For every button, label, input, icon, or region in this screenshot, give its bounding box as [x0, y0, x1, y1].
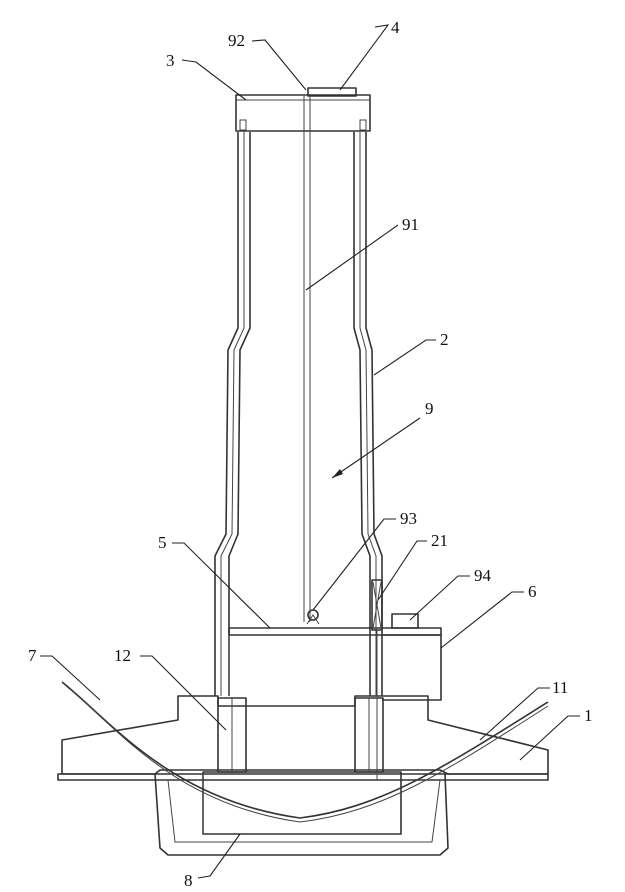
label-94: 94 — [474, 566, 492, 585]
membrane — [62, 682, 548, 822]
sump-box — [203, 772, 401, 834]
label-6: 6 — [528, 582, 537, 601]
label-1: 1 — [584, 706, 593, 725]
column-body — [215, 132, 382, 696]
hinge — [307, 610, 319, 624]
label-92: 92 — [228, 31, 245, 50]
label-93: 93 — [400, 509, 417, 528]
label-8: 8 — [184, 871, 193, 890]
plate — [229, 628, 441, 635]
label-11: 11 — [552, 678, 568, 697]
label-21: 21 — [431, 531, 448, 550]
arrow-9 — [332, 418, 420, 478]
base-cone — [62, 696, 548, 774]
top-cap — [236, 95, 370, 131]
lower-pipe — [218, 698, 383, 772]
label-2: 2 — [440, 330, 449, 349]
label-4: 4 — [391, 18, 400, 37]
label-3: 3 — [166, 51, 175, 70]
label-12: 12 — [114, 646, 131, 665]
pole — [304, 96, 310, 622]
label-5: 5 — [158, 533, 167, 552]
label-91: 91 — [402, 215, 419, 234]
base-slab — [58, 770, 548, 855]
label-9: 9 — [425, 399, 434, 418]
slot — [372, 580, 382, 630]
label-7: 7 — [28, 646, 37, 665]
chamber — [229, 635, 441, 700]
